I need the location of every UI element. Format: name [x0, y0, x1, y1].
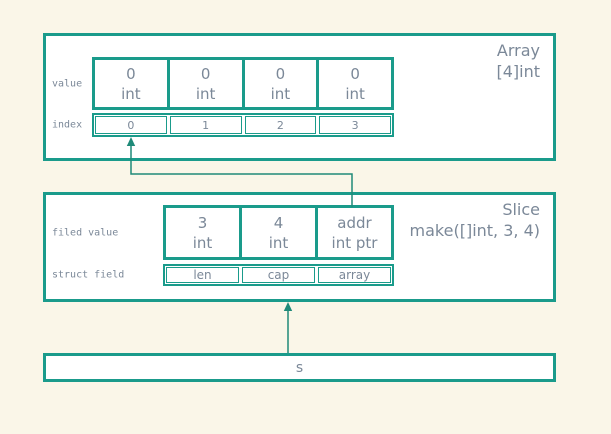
cell-value: 4: [273, 213, 284, 232]
cell-type: int: [195, 84, 216, 103]
array-title-line1: Array: [496, 41, 540, 60]
cell-type: int: [270, 84, 291, 103]
cell-value: 3: [197, 213, 208, 232]
array-value-cell-3: 0 int: [316, 60, 391, 107]
array-title-line2: [4]int: [496, 62, 540, 81]
cell-value: 0: [200, 64, 211, 83]
slice-field-cell-len: 3 int: [166, 208, 239, 257]
array-value-cell-2: 0 int: [241, 60, 317, 107]
slice-field-cell-cap: 4 int: [239, 208, 315, 257]
cell-type: int: [345, 84, 365, 103]
array-value-cell-0: 0 int: [95, 60, 167, 107]
array-index-cells-row: 0 1 2 3: [92, 113, 394, 137]
slice-struct-row-label: struct field: [52, 269, 125, 281]
array-index-cell-3: 3: [319, 116, 391, 134]
slice-struct-cells-row: len cap array: [163, 264, 394, 286]
array-value-cells-row: 0 int 0 int 0 int 0 int: [92, 57, 394, 110]
cell-value: addr: [337, 213, 372, 232]
slice-box-title: Slice make([]int, 3, 4): [410, 199, 540, 241]
cell-value: 0: [126, 64, 136, 83]
cell-type: int ptr: [331, 233, 378, 252]
slice-field-row-label: filed value: [52, 227, 119, 239]
slice-title-line1: Slice: [502, 200, 540, 219]
array-value-row-label: value: [52, 78, 83, 90]
array-index-cell-2: 2: [244, 116, 317, 134]
array-index-row-label: index: [52, 119, 83, 131]
cell-type: int: [121, 84, 141, 103]
s-variable-label: s: [295, 359, 304, 376]
cell-type: int: [192, 233, 213, 252]
array-value-cell-1: 0 int: [166, 60, 242, 107]
slice-struct-cell-cap: cap: [242, 267, 315, 283]
array-index-cell-1: 1: [169, 116, 242, 134]
slice-field-cells-row: 3 int 4 int addr int ptr: [163, 205, 394, 260]
slice-struct-cell-len: len: [166, 267, 239, 283]
slice-field-cell-array: addr int ptr: [315, 208, 391, 257]
array-box-title: Array [4]int: [496, 40, 540, 82]
cell-type: int: [268, 233, 289, 252]
s-variable-box: [43, 353, 556, 382]
array-index-cell-0: 0: [95, 116, 167, 134]
slice-struct-cell-array: array: [318, 267, 391, 283]
slice-title-line2: make([]int, 3, 4): [409, 221, 540, 240]
cell-value: 0: [275, 64, 286, 83]
cell-value: 0: [350, 64, 360, 83]
arrow-s-to-slice-icon: [283, 302, 293, 353]
